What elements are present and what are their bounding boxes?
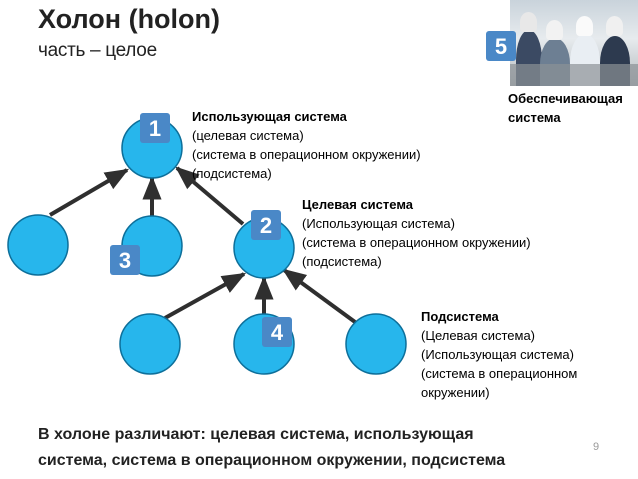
footer-text: В холоне различают: целевая система, исп… <box>38 422 505 474</box>
edge-root-left <box>48 168 130 217</box>
subsystem-line: (система в операционном <box>421 366 578 381</box>
badge-2: 2 <box>251 210 281 240</box>
node-sub-left <box>119 313 181 375</box>
edge-root-target <box>175 166 245 226</box>
page-number: 9 <box>593 441 600 453</box>
page-title: Холон (holon) <box>38 4 221 34</box>
target-system-label: Целевая система (Использующая система) (… <box>302 195 531 271</box>
edge-target-sub-right <box>282 268 357 324</box>
using-system-line: (подсистема) <box>192 166 272 181</box>
badge-5: 5 <box>486 31 516 61</box>
footer-line: В холоне различают: целевая система, исп… <box>38 426 474 443</box>
using-system-line: (целевая система) <box>192 128 304 143</box>
badge-4: 4 <box>262 317 292 347</box>
target-system-heading: Целевая система <box>302 197 414 212</box>
subsystem-line: (Целевая система) <box>421 328 535 343</box>
supporting-system-line: Обеспечивающая <box>508 91 623 106</box>
supporting-system-label: Обеспечивающая система <box>508 89 623 127</box>
subsystem-label: Подсистема (Целевая система) (Использующ… <box>421 307 577 402</box>
using-system-line: (система в операционном окружении) <box>192 147 421 162</box>
subsystem-line: окружении) <box>421 385 490 400</box>
page-subtitle: часть – целое <box>38 40 157 61</box>
target-system-line: (система в операционном окружении) <box>302 235 531 250</box>
target-system-line: (Использующая система) <box>302 216 455 231</box>
using-system-label: Использующая система (целевая система) (… <box>192 107 421 183</box>
subsystem-line: (Использующая система) <box>421 347 574 362</box>
badge-1: 1 <box>140 113 170 143</box>
target-system-line: (подсистема) <box>302 254 382 269</box>
node-left-child <box>7 214 69 276</box>
subsystem-heading: Подсистема <box>421 309 499 324</box>
using-system-heading: Использующая система <box>192 109 347 124</box>
node-sub-right <box>345 313 407 375</box>
team-photo <box>510 0 638 86</box>
badge-3: 3 <box>110 245 140 275</box>
supporting-system-line: система <box>508 110 561 125</box>
edge-target-sub-left <box>164 272 247 320</box>
footer-line: система, система в операционном окружени… <box>38 452 506 469</box>
